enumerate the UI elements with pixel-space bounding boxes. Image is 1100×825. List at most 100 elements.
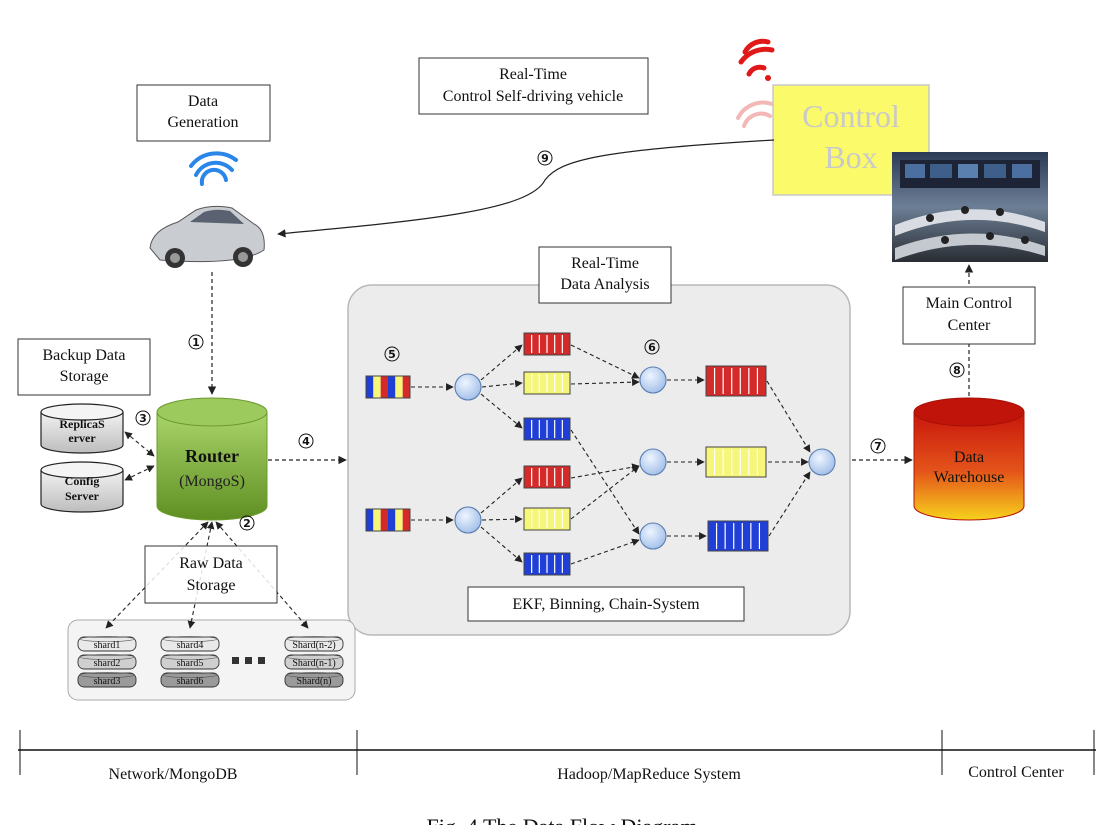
realtime-control-label: Real-Time Control Self-driving vehicle [418, 57, 649, 115]
step-2: 2 [243, 517, 251, 530]
step-3: 3 [139, 412, 147, 425]
svg-text:Control Self-driving vehicle: Control Self-driving vehicle [443, 88, 623, 105]
section-network: Network/MongoDB [109, 766, 238, 783]
hadoop-panel [347, 284, 851, 636]
svg-text:Data Analysis: Data Analysis [560, 276, 649, 293]
map-queue-red-2 [523, 465, 571, 489]
svg-text:Raw Data: Raw Data [179, 555, 243, 572]
map-queue-blue-2 [523, 552, 571, 576]
svg-text:Box: Box [824, 139, 877, 175]
shard-disk-0-2: shard3 [77, 672, 137, 688]
shard-label: shard2 [94, 658, 121, 669]
arrow-yellow2-reduce [570, 465, 640, 520]
step-5: 5 [388, 348, 396, 361]
wifi-icon [189, 151, 238, 186]
svg-text:Real-Time: Real-Time [571, 255, 639, 272]
output-queue-yellow [705, 446, 767, 478]
realtime-analysis-label: Real-Time Data Analysis [538, 246, 672, 304]
svg-text:Storage: Storage [187, 577, 236, 594]
arrow-control-to-car [277, 139, 775, 238]
arrow-split2-red [480, 477, 523, 514]
control-room-image [892, 152, 1048, 262]
svg-text:Main Control: Main Control [926, 295, 1013, 312]
step-4: 4 [302, 435, 310, 448]
svg-text:ReplicaS: ReplicaS [59, 417, 105, 431]
svg-text:Center: Center [948, 317, 991, 334]
svg-text:Server: Server [65, 489, 100, 503]
svg-text:Warehouse: Warehouse [934, 469, 1005, 486]
svg-text:Config: Config [65, 474, 100, 488]
mapreduce-flow [365, 332, 836, 576]
map-queue-red-1 [523, 332, 571, 356]
arrow-config-router [124, 465, 155, 481]
section-hadoop: Hadoop/MapReduce System [557, 766, 741, 783]
svg-text:EKF, Binning, Chain-System: EKF, Binning, Chain-System [512, 596, 700, 613]
router-cylinder: Router (MongoS) [156, 397, 268, 521]
section-timeline: Network/MongoDB Hadoop/MapReduce System … [18, 730, 1096, 783]
svg-text:Real-Time: Real-Time [499, 66, 567, 83]
split-node-1 [454, 373, 482, 401]
reduce-node-blue [639, 522, 667, 550]
replica-server: ReplicaS erver [40, 403, 124, 454]
arrow-red1-reduce [570, 344, 640, 379]
shard-disk-2-1: Shard(n-1) [284, 654, 344, 670]
arrow-split1-blue [480, 393, 523, 429]
map-queue-yellow-1 [523, 371, 571, 395]
arrow-yellow1-reduce [570, 378, 640, 387]
shard-label: shard3 [94, 676, 121, 687]
svg-text:Backup Data: Backup Data [42, 347, 125, 364]
reduce-node-yellow [639, 448, 667, 476]
data-warehouse-cylinder: Data Warehouse [913, 397, 1025, 521]
output-queue-blue [707, 520, 769, 552]
step-7: 7 [874, 440, 882, 453]
data-generation-label: Data Generation [136, 84, 271, 142]
backup-storage-label: Backup Data Storage [17, 338, 151, 396]
reduce-node-red [639, 366, 667, 394]
step-8: 8 [953, 364, 961, 377]
merge-node [808, 448, 836, 476]
figure-caption: Fig. 4 The Data Flow Diagram [427, 814, 698, 825]
step-1: 1 [192, 336, 200, 349]
shard-label: Shard(n-1) [292, 658, 335, 669]
shard-disk-0-0: shard1 [77, 636, 137, 652]
svg-text:Generation: Generation [167, 114, 238, 131]
shard-disk-2-2: Shard(n) [284, 672, 344, 688]
output-queue-red [705, 365, 767, 397]
input-queue-1 [365, 375, 411, 399]
shard-disk-0-1: shard2 [77, 654, 137, 670]
input-queue-2 [365, 508, 411, 532]
shard-label: shard1 [94, 640, 121, 651]
shard-disk-1-1: shard5 [160, 654, 220, 670]
map-queue-blue-1 [523, 417, 571, 441]
step-6: 6 [648, 341, 656, 354]
arrow-blue2-reduce [570, 538, 640, 565]
main-control-label: Main Control Center [902, 286, 1036, 345]
shard-group: shard1 shard2 shard3 shard4 shard5 shard6 Shar… [77, 636, 344, 688]
arrow-split1-red [480, 344, 523, 381]
shard-label: shard6 [177, 676, 204, 687]
svg-text:Data: Data [954, 449, 984, 466]
more-shards-icon [232, 657, 265, 664]
shard-disk-1-2: shard6 [160, 672, 220, 688]
map-queue-yellow-2 [523, 507, 571, 531]
shard-label: Shard(n-2) [292, 640, 335, 651]
step-9: 9 [541, 152, 549, 165]
svg-text:Data: Data [188, 93, 218, 110]
self-driving-car-icon [149, 205, 265, 268]
shard-disk-1-0: shard4 [160, 636, 220, 652]
svg-text:Control: Control [802, 98, 900, 134]
ekf-label: EKF, Binning, Chain-System [467, 586, 745, 622]
shard-disk-2-0: Shard(n-2) [284, 636, 344, 652]
arrow-blue-merge [768, 471, 811, 537]
config-server: Config Server [40, 461, 124, 513]
raw-storage-label: Raw Data Storage [144, 545, 278, 604]
arrow-split2-blue [480, 526, 523, 563]
shard-label: shard4 [177, 640, 204, 651]
svg-text:Router: Router [185, 446, 239, 466]
arrow-red2-reduce [570, 463, 640, 479]
shard-label: shard5 [177, 658, 204, 669]
svg-text:(MongoS): (MongoS) [179, 473, 245, 490]
svg-text:erver: erver [68, 431, 96, 445]
section-control-center: Control Center [968, 764, 1064, 781]
